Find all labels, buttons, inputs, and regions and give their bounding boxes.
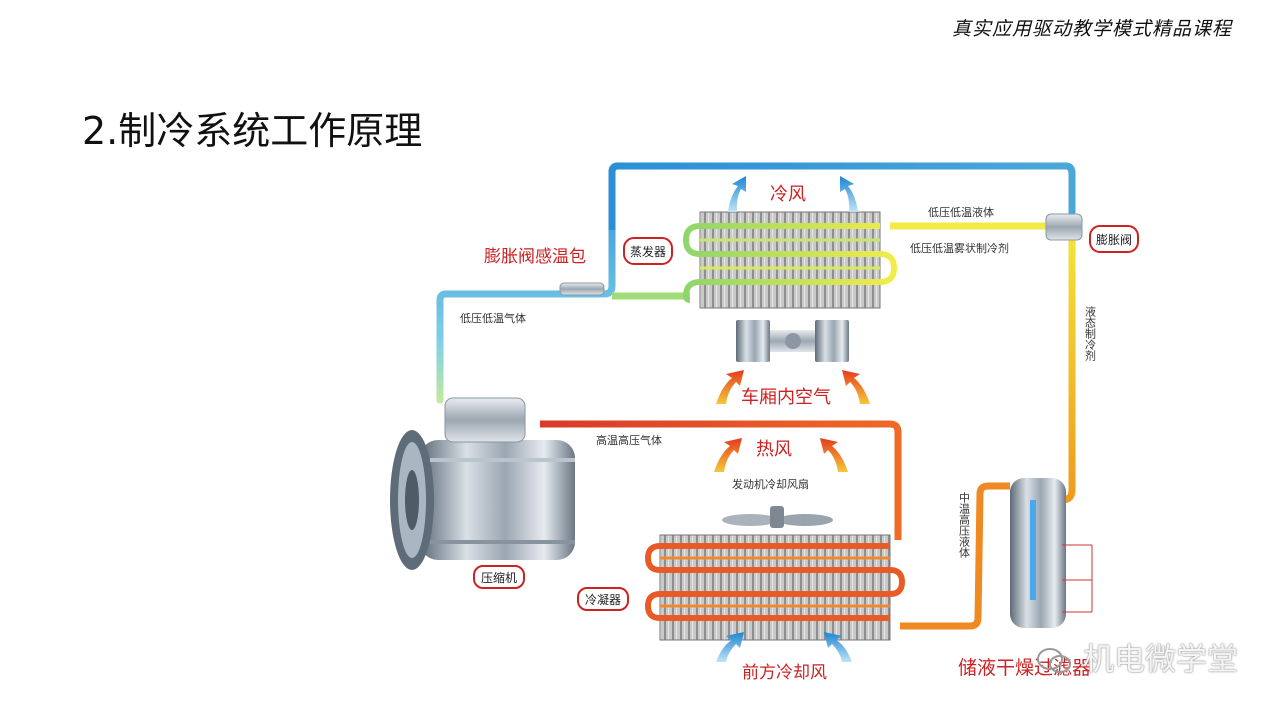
cold-wind-label: 冷风 [770,184,806,205]
front-cooling-wind-label: 前方冷却风 [742,663,827,683]
hot-wind-label: 热风 [756,439,792,460]
cold-air-arrows [728,176,858,212]
compressor [390,397,575,570]
high-t-high-p-gas-label: 高温高压气体 [596,433,662,447]
receiver-drier [1010,478,1093,628]
cabin-air-label: 车厢内空气 [741,387,831,408]
course-tag: 真实应用驱动教学模式精品课程 [951,18,1232,40]
expansion-valve-bulb [559,282,605,296]
hot-air-arrows [714,438,848,472]
condenser [644,534,906,641]
evaporator [682,211,898,309]
low-p-low-t-mist-label: 低压低温雾状制冷剂 [910,241,1009,255]
condenser-label-box: 冷凝器 [577,587,629,611]
evaporator-label: 蒸发器 [630,244,666,259]
cabin-air-arrows [716,370,870,404]
compressor-label-box: 压缩机 [473,565,525,589]
discharge-pipe [540,420,902,540]
engine-fan-label: 发动机冷却风扇 [732,477,809,491]
liquid-refrigerant-label: 液态制冷剂 [1084,305,1097,362]
compressor-label: 压缩机 [481,570,517,585]
condenser-to-drier-pipe [900,482,1010,630]
wechat-icon [1037,648,1071,673]
watermark: 机电微学堂 [1083,642,1238,678]
low-p-low-t-liquid-label: 低压低温液体 [928,205,994,219]
receiver-drier-label: 储液干燥过滤器 [958,657,1091,679]
condenser-label: 冷凝器 [585,592,621,607]
engine-cooling-fan [722,506,833,528]
expansion-valve-label: 膨胀阀 [1096,233,1132,247]
expansion-valve [1045,213,1083,241]
expansion-valve-bulb-label: 膨胀阀感温包 [484,247,586,267]
expansion-valve-label-box: 膨胀阀 [1089,225,1139,253]
low-p-low-t-gas-label: 低压低温气体 [460,311,526,325]
blower-fan [736,320,849,362]
liquid-line-pipe [1040,230,1076,504]
slide-title: 2.制冷系统工作原理 [82,109,423,153]
mid-t-high-p-liquid-label: 中温高压液体 [958,492,971,558]
front-cooling-air-arrows [716,632,852,662]
evaporator-label-box: 蒸发器 [623,237,673,265]
